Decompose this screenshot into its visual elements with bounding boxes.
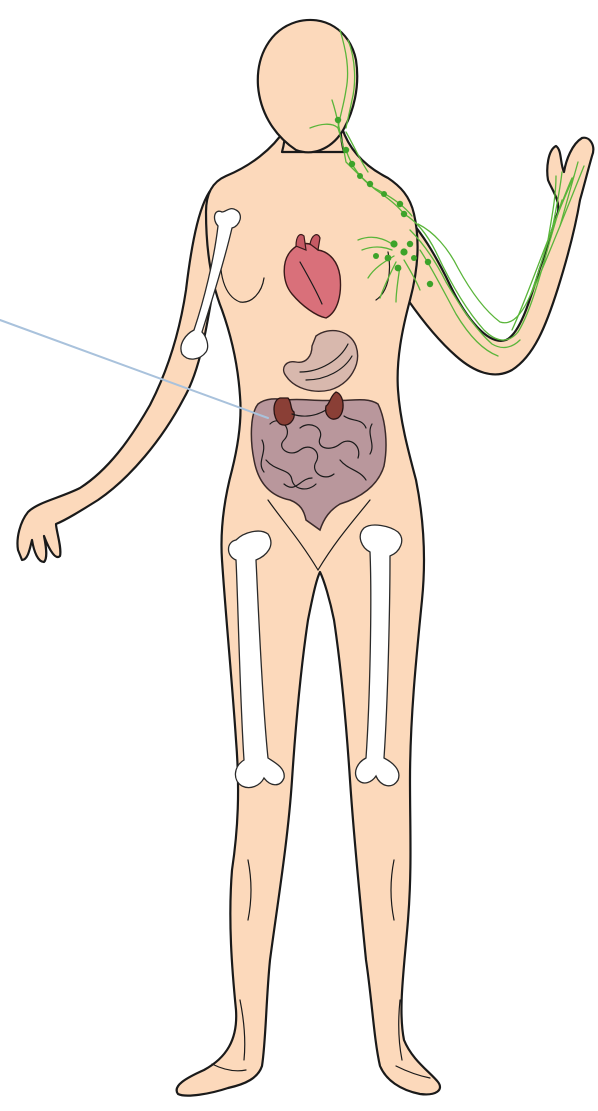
pointer-line <box>0 320 268 418</box>
left-arm <box>17 186 214 562</box>
body-silhouette <box>17 20 593 1096</box>
